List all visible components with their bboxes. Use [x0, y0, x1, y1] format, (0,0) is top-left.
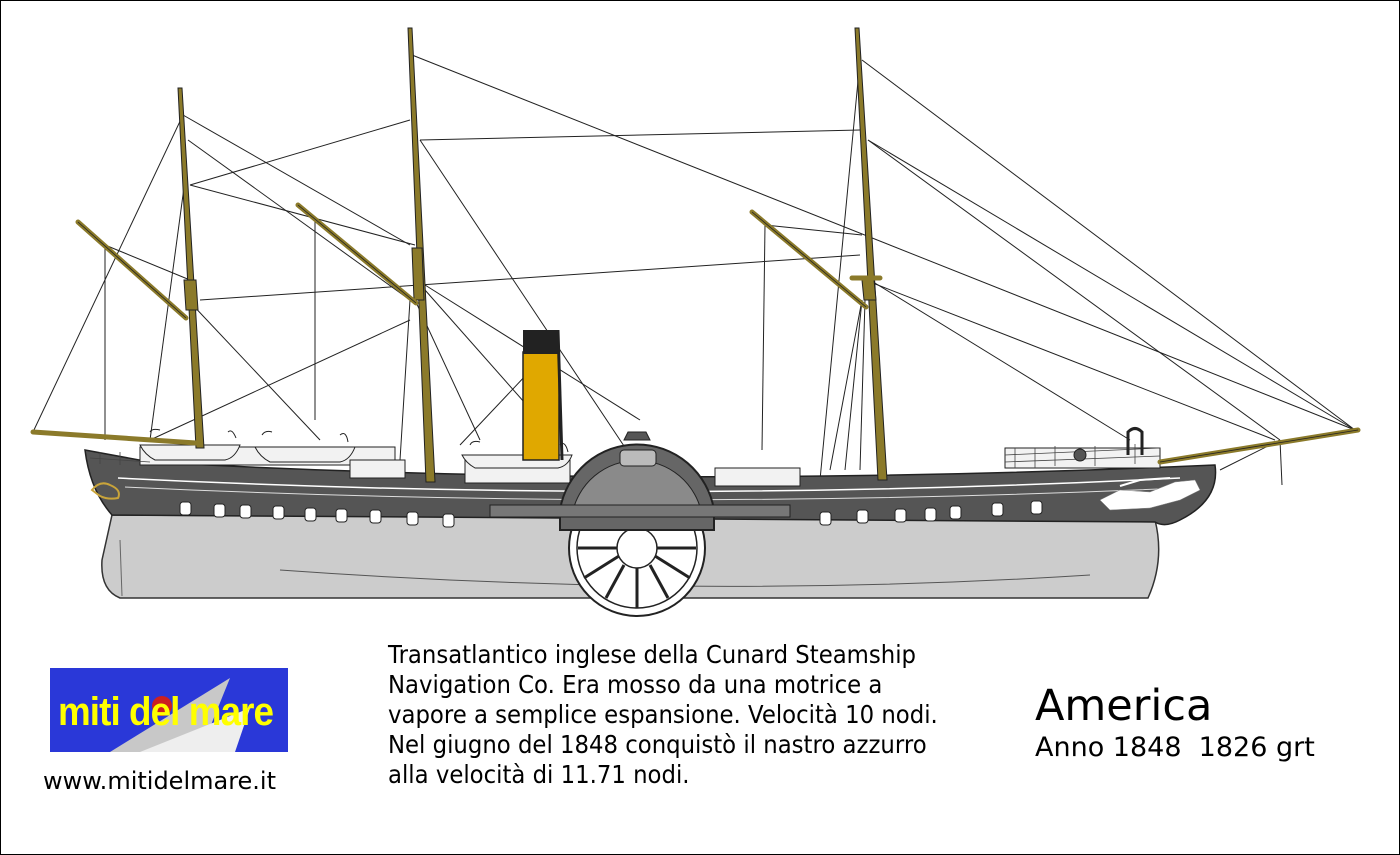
miti-del-mare-logo[interactable]: miti del mare: [50, 668, 288, 752]
description-line: Transatlantico inglese della Cunard Stea…: [388, 640, 916, 669]
portholes: [179, 500, 1043, 528]
rigging: [32, 54, 1356, 486]
ship-illustration: [30, 27, 1361, 617]
description-line: alla velocità di 11.71 nodi.: [388, 760, 690, 789]
description-line: vapore a semplice espansione. Velocità 1…: [388, 700, 938, 729]
ship-description: Transatlantico inglese della Cunard Stea…: [388, 640, 965, 790]
paddle-wheel: [489, 431, 791, 617]
logo-text: miti del mare: [58, 690, 274, 734]
ship-year-tonnage: Anno 1848 1826 grt: [1035, 732, 1315, 763]
yards: [30, 202, 1361, 465]
description-line: Navigation Co. Era mosso da una motrice …: [388, 670, 883, 699]
bow-ornament: [1099, 479, 1201, 511]
masts: [177, 27, 888, 483]
funnel-top: [523, 330, 559, 354]
ship-name: America: [1035, 681, 1213, 731]
stern-ornament: [90, 482, 120, 500]
website-link[interactable]: www.mitidelmare.it: [43, 767, 277, 795]
logo-swoosh: [110, 678, 250, 752]
description-line: Nel giugno del 1848 conquistò il nastro …: [388, 730, 927, 759]
funnel: [522, 351, 560, 461]
